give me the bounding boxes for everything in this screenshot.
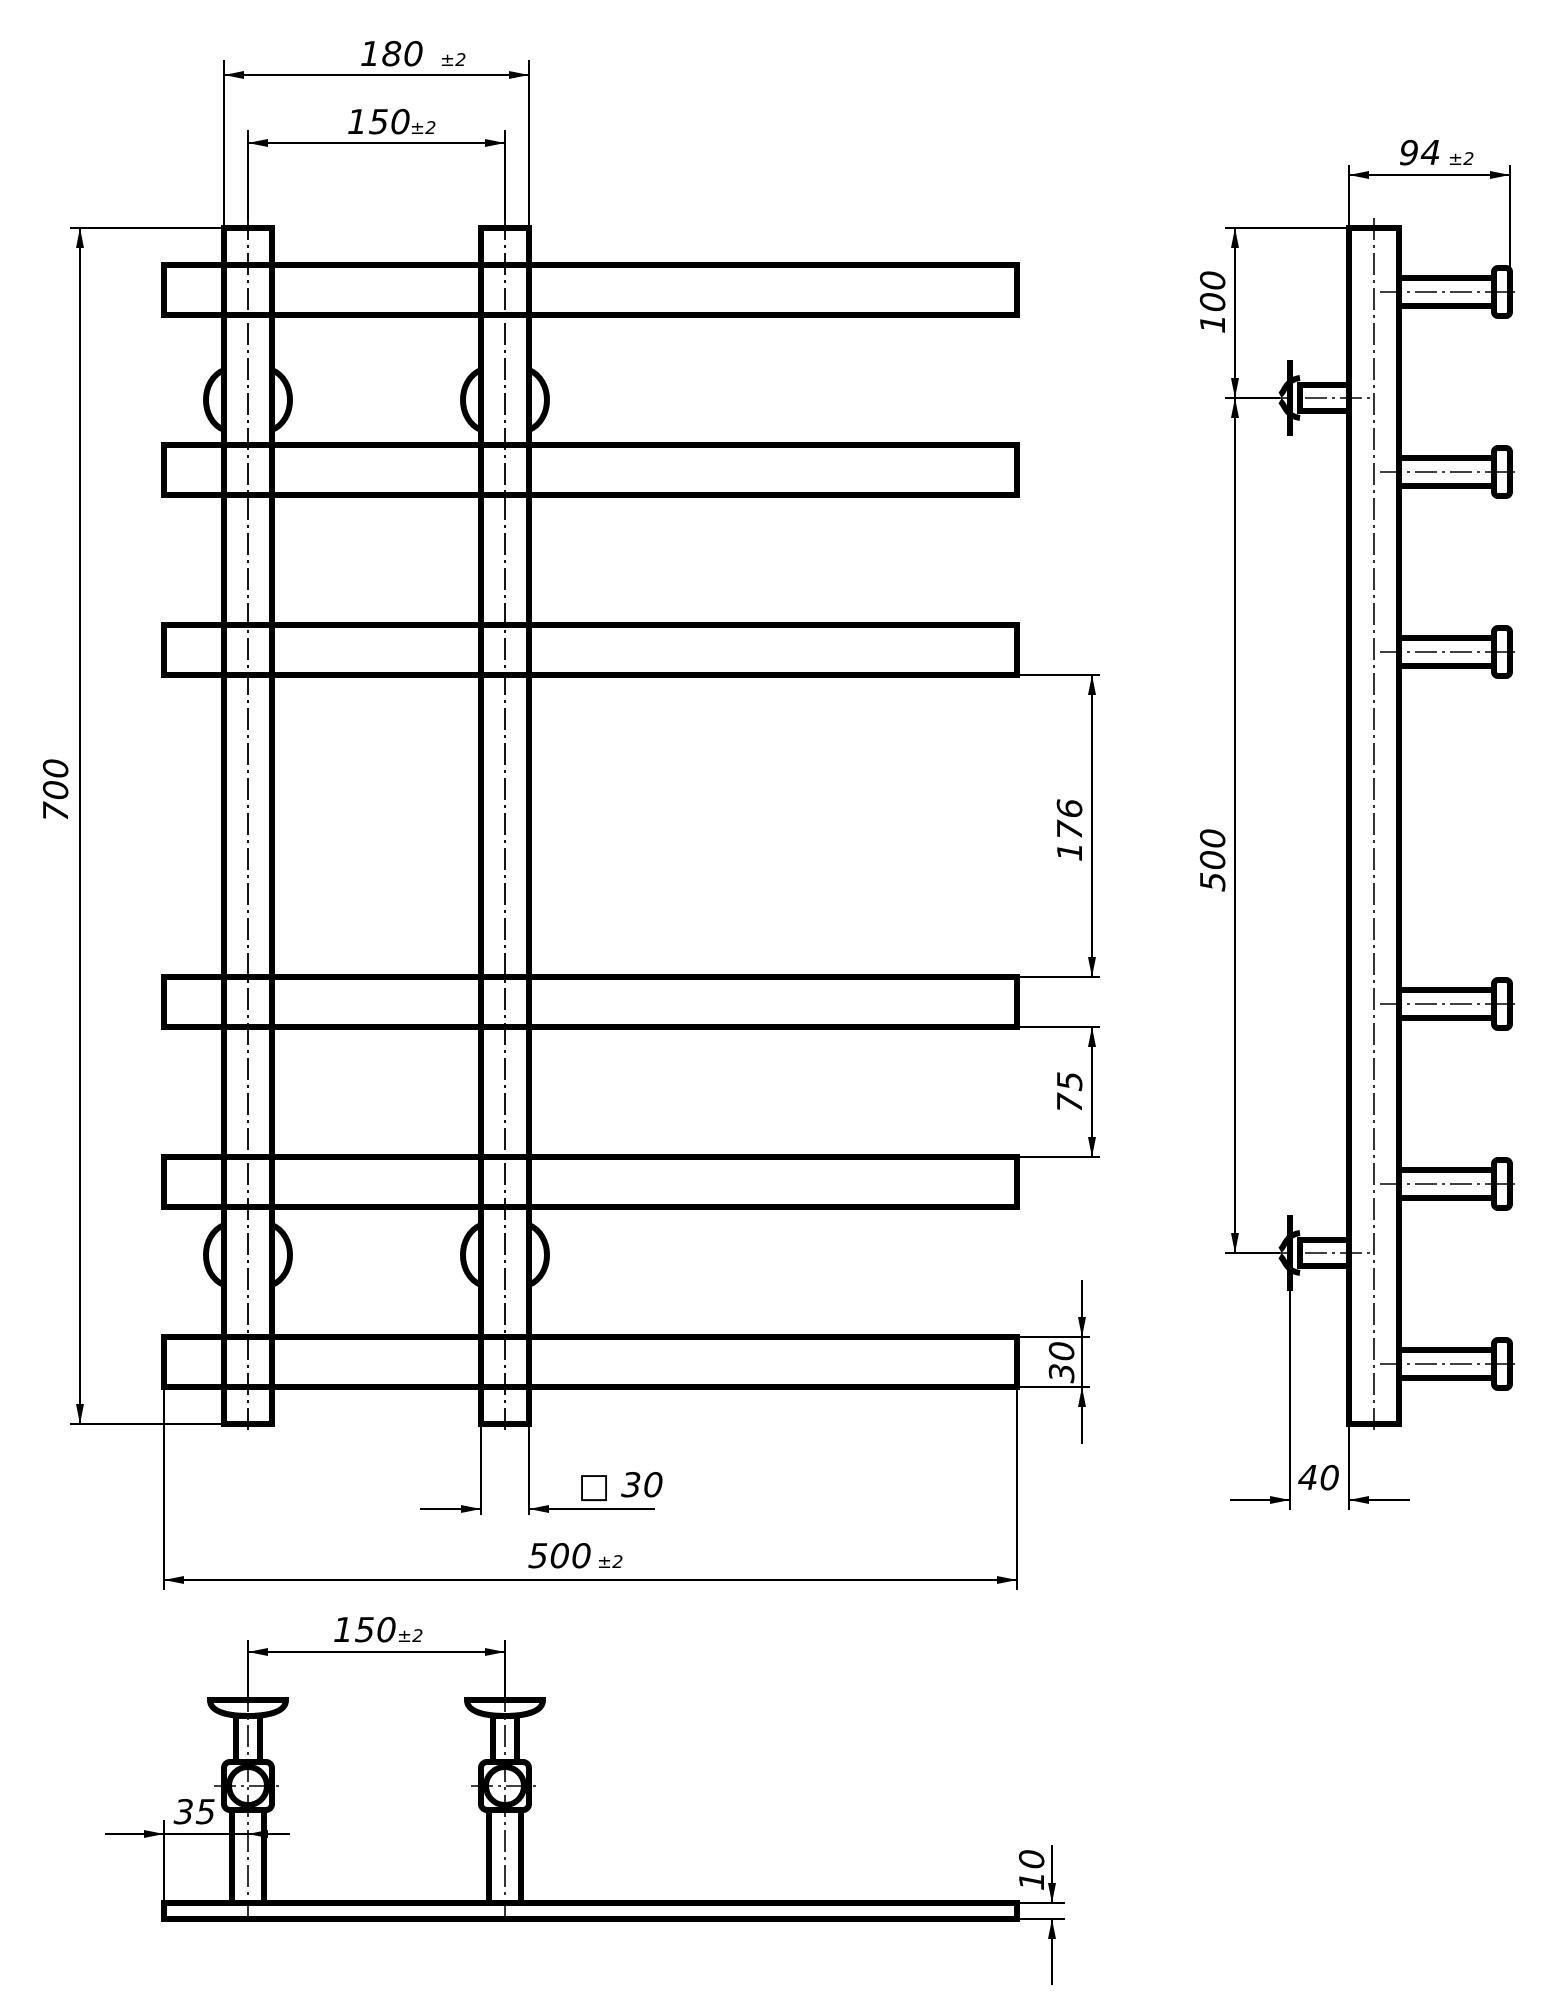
bar-5 [161, 1154, 1020, 1210]
lower-connection-loops [203, 1222, 550, 1288]
dim-500-side-value: 500 [1194, 828, 1234, 893]
dim-150-top-tolerance: ±2 [397, 1626, 424, 1647]
dim-100-value: 100 [1194, 270, 1234, 335]
dim-94-tolerance: ±2 [1448, 149, 1475, 170]
top-left-tube [206, 1690, 290, 1925]
dim-35-value: 35 [173, 1793, 216, 1833]
dim-35: 35 [105, 1793, 290, 1903]
front-view: 180 ±2 150 ±2 700 176 [37, 35, 1100, 1590]
dim-150-front: 150 ±2 [247, 103, 506, 220]
upper-connection-loops [203, 367, 550, 433]
side-view: 94 ±2 100 500 40 [1194, 134, 1520, 1510]
dim-700: 700 [37, 227, 224, 1425]
top-view: 150 ±2 35 10 [105, 1611, 1065, 1985]
side-wall-connection-lower [1270, 1215, 1370, 1291]
dim-500-tolerance: ±2 [597, 1552, 624, 1573]
dim-100: 100 [1194, 227, 1349, 399]
dim-500-side: 500 [1194, 398, 1280, 1254]
dim-150-top: 150 ±2 [247, 1611, 506, 1700]
dim-176: 176 [1017, 674, 1100, 978]
bar-6 [161, 1334, 1020, 1390]
side-wall-connection-upper [1270, 360, 1370, 436]
dim-10: 10 [1013, 1845, 1065, 1985]
dim-30-value: 30 [1043, 1340, 1083, 1383]
dim-176-value: 176 [1051, 798, 1091, 863]
dim-150-front-value: 150 [347, 103, 412, 143]
horizontal-bars [161, 262, 1020, 1390]
dim-10-value: 10 [1013, 1848, 1053, 1891]
bar-4 [161, 974, 1020, 1030]
dim-94: 94 ±2 [1348, 134, 1511, 268]
dim-40-value: 40 [1297, 1459, 1340, 1499]
side-bar-stubs [1380, 265, 1520, 1391]
dim-tube-section-value: □ 30 [578, 1466, 664, 1506]
dim-75: 75 [1017, 1026, 1100, 1158]
bar-3 [161, 622, 1020, 678]
dim-700-value: 700 [37, 758, 77, 823]
dim-180-tolerance: ±2 [440, 50, 467, 71]
dim-180: 180 ±2 [223, 35, 530, 225]
dim-500: 500 ±2 [163, 1387, 1018, 1590]
top-bar [161, 1900, 1020, 1922]
dim-150-top-value: 150 [333, 1611, 398, 1651]
dim-75-value: 75 [1051, 1070, 1091, 1113]
top-right-tube [463, 1690, 547, 1925]
dim-180-value: 180 [360, 35, 425, 75]
dim-30: 30 [1017, 1280, 1090, 1444]
bar-1 [161, 262, 1020, 318]
bar-2 [161, 442, 1020, 498]
dim-500-value: 500 [528, 1537, 593, 1577]
dim-tube-section: □ 30 [420, 1424, 664, 1515]
dim-94-value: 94 [1398, 134, 1441, 174]
dim-40: 40 [1230, 1291, 1410, 1510]
dim-150-front-tolerance: ±2 [410, 118, 437, 139]
